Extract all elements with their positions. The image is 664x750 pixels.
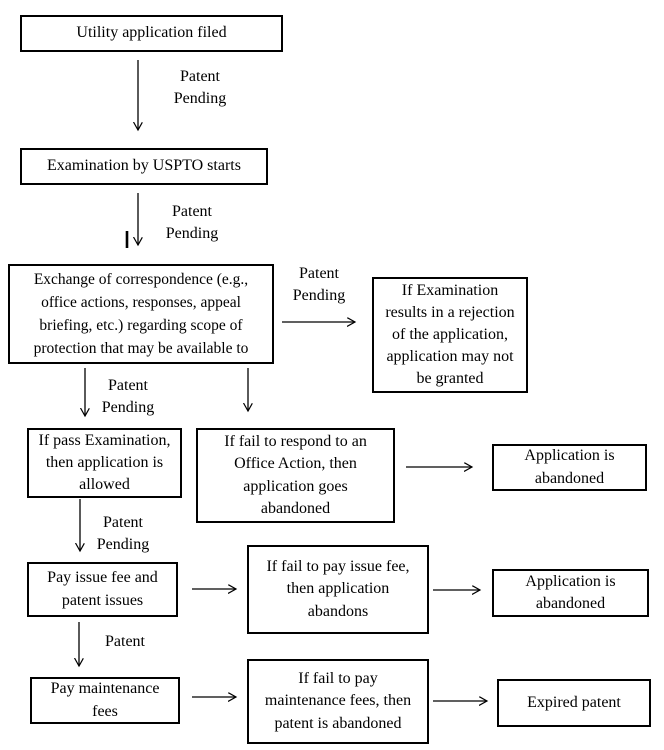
edge-label-patent-pending-1: Patent Pending	[173, 68, 227, 108]
flow-box-pay-issue-fee: Pay issue fee and patent issues	[27, 562, 178, 617]
flow-box-utility-application-filed: Utility application filed	[20, 15, 283, 52]
flow-box-fail-pay-maintenance-fees: If fail to pay maintenance fees, then pa…	[247, 659, 429, 744]
edge-label-patent-pending-3: Patent Pending	[292, 265, 346, 305]
flow-box-fail-respond-office-action: If fail to respond to an Office Action, …	[196, 428, 395, 523]
flow-box-exchange-correspondence: Exchange of correspondence (e.g., office…	[8, 264, 274, 364]
flow-box-pass-examination-allowed: If pass Examination, then application is…	[27, 428, 182, 498]
edge-label-patent-1: Patent	[105, 633, 145, 650]
flow-box-examination-starts: Examination by USPTO starts	[20, 148, 268, 185]
flow-box-pay-maintenance-fees: Pay maintenance fees	[30, 677, 180, 724]
flow-box-expired-patent: Expired patent	[497, 679, 651, 727]
flow-box-examination-rejection: If Examination results in a rejection of…	[372, 277, 528, 393]
edge-label-patent-pending-5: Patent Pending	[96, 514, 150, 554]
flow-box-application-abandoned-2: Application is abandoned	[492, 569, 649, 617]
edge-label-patent-pending-2: Patent Pending	[165, 203, 219, 243]
flow-box-application-abandoned-1: Application is abandoned	[492, 444, 647, 491]
flow-box-fail-pay-issue-fee: If fail to pay issue fee, then applicati…	[247, 545, 429, 634]
edge-label-patent-pending-4: Patent Pending	[101, 377, 155, 417]
